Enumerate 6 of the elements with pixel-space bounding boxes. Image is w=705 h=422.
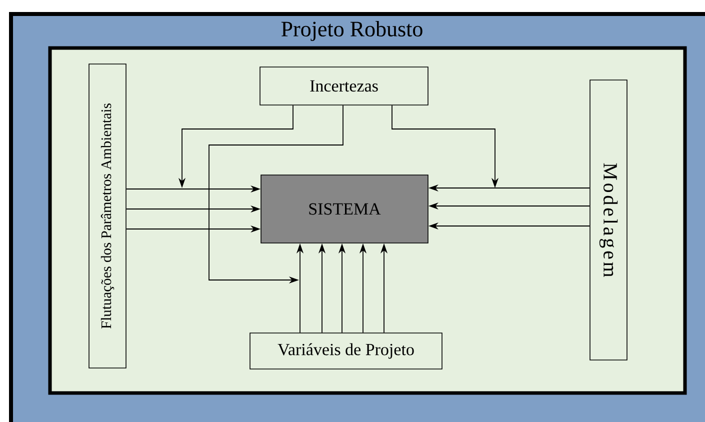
system-box: SISTEMA [260, 174, 428, 244]
parameter-box: Flutuações dos Parâmetros Ambientais [88, 64, 126, 368]
process-box: Variáveis de Projeto [250, 332, 442, 370]
title: Projeto Robusto [281, 21, 422, 41]
model-box: Modelagem [590, 80, 628, 360]
process-box: Incertezas [260, 66, 428, 106]
